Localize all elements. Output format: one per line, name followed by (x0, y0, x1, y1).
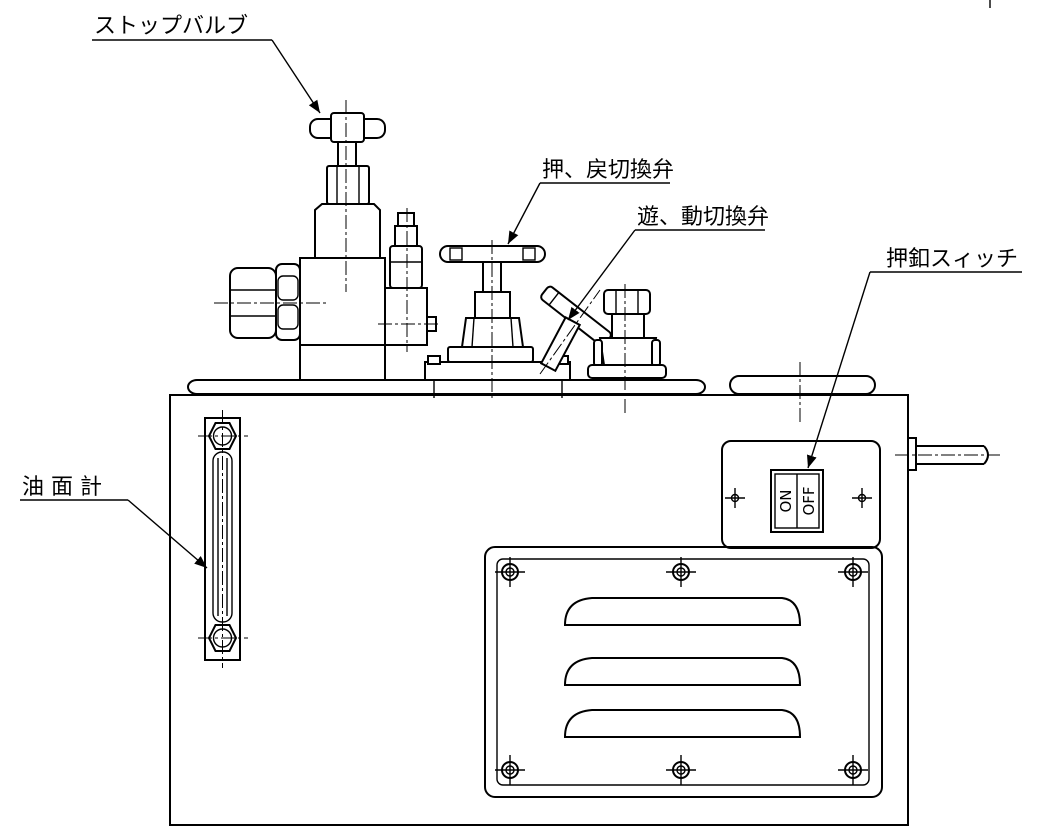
switch-panel (721, 440, 881, 549)
screw-bottom-right (838, 755, 868, 785)
top-plate (187, 379, 706, 395)
screw-bottom-center (666, 755, 696, 785)
leader-float-drive-valve (567, 229, 765, 321)
stop-valve-body (299, 257, 386, 381)
vent-slot-2 (563, 657, 802, 686)
push-return-flange (424, 361, 571, 381)
screw-top-center (666, 557, 696, 587)
top-fitting (587, 284, 667, 415)
leader-push-button-switch (806, 271, 1022, 469)
screw-top-right (838, 557, 868, 587)
side-pipe (895, 437, 1000, 471)
leader-push-return-valve (507, 182, 670, 245)
leader-oil-level-gauge (20, 499, 208, 569)
stop-valve-side-fitting (214, 263, 326, 341)
label-float-drive-valve: 遊、動切換弁 (637, 205, 769, 230)
switch-off-label: OFF (800, 486, 818, 515)
stop-valve (214, 100, 386, 381)
stop-valve-nut (326, 165, 370, 205)
crosshair-marker-left (725, 488, 745, 508)
vent-slot-3 (563, 709, 802, 738)
vent-slot-1 (563, 597, 802, 626)
right-cover (729, 375, 876, 395)
switch-on-label: ON (777, 489, 795, 512)
oil-level-gauge (198, 410, 248, 668)
vent-panel (484, 546, 883, 798)
push-return-valve (424, 240, 571, 400)
push-button-switch[interactable]: ON OFF (770, 469, 824, 533)
screw-top-left (495, 557, 525, 587)
crosshair-marker-right (852, 488, 872, 508)
stop-valve-handwheel[interactable] (309, 112, 386, 143)
label-oil-level-gauge: 油 面 計 (22, 475, 102, 500)
label-stop-valve: ストップバルブ (94, 14, 248, 39)
label-push-return-valve: 押、戻切換弁 (542, 158, 674, 183)
screw-bottom-left (495, 755, 525, 785)
leader-stop-valve (92, 39, 321, 114)
relief-valve (378, 208, 440, 352)
label-push-button-switch: 押釦スィッチ (886, 247, 1018, 272)
